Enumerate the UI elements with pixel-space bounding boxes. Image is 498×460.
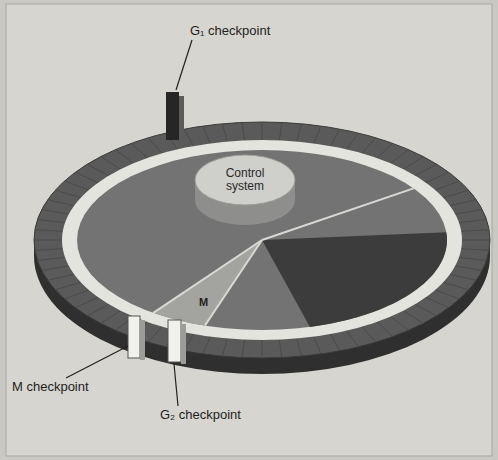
band-texture: [443, 282, 468, 290]
g2-gate-side: [181, 324, 186, 364]
band-texture: [455, 209, 482, 214]
m-sector: [153, 240, 262, 326]
band-texture: [222, 338, 227, 356]
g1-gate-side: [179, 96, 184, 140]
band-texture: [459, 220, 487, 223]
band-texture: [391, 150, 409, 164]
band-texture: [262, 122, 263, 140]
band-texture: [377, 143, 393, 158]
paper-panel: [6, 4, 492, 456]
band-texture: [403, 157, 423, 170]
band-texture: [242, 122, 244, 140]
band-texture: [426, 172, 449, 182]
band-texture: [362, 327, 376, 343]
band-texture: [115, 150, 133, 164]
leader-line: [66, 346, 128, 378]
band-texture: [35, 230, 63, 232]
light-band: [62, 140, 462, 340]
band-texture: [87, 164, 108, 176]
band-texture: [65, 290, 89, 299]
band-texture: [461, 249, 489, 251]
band-texture: [131, 143, 147, 158]
band-texture: [37, 257, 65, 260]
band-texture: [403, 311, 423, 324]
band-texture: [297, 338, 302, 356]
band-texture: [203, 337, 210, 354]
band-texture: [450, 200, 476, 206]
band-texture: [48, 274, 74, 280]
inner-disk: [77, 150, 447, 330]
band-texture: [75, 297, 98, 307]
control-cylinder: Control system: [206, 167, 284, 193]
band-texture: [148, 138, 162, 154]
cylinder-top: [195, 155, 295, 205]
leader-line: [176, 40, 192, 90]
band-texture: [362, 138, 376, 154]
band-texture: [42, 266, 69, 271]
dark-sector: [262, 232, 447, 327]
band-texture: [455, 266, 482, 271]
band-texture: [435, 181, 459, 190]
sector-divider: [153, 240, 262, 313]
m-gate-side: [140, 320, 145, 360]
band-texture: [35, 249, 63, 251]
band-texture: [55, 282, 80, 290]
band-texture: [203, 126, 210, 143]
band-texture: [377, 322, 393, 337]
band-texture: [391, 317, 409, 331]
band-texture: [330, 129, 340, 146]
band-texture: [48, 200, 74, 206]
band-texture: [148, 327, 162, 343]
band-texture: [279, 340, 281, 358]
band-texture: [459, 257, 487, 260]
band-texture: [297, 124, 302, 142]
band-texture: [330, 334, 340, 351]
checkpoint-label: G₂ checkpoint: [160, 408, 241, 423]
band-texture: [34, 240, 62, 241]
outer-band: [34, 122, 490, 358]
band-texture: [462, 240, 490, 241]
checkpoint-label: M checkpoint: [12, 380, 89, 395]
node-text: Control system: [206, 167, 284, 193]
sector-divider: [205, 240, 262, 326]
band-texture: [262, 340, 263, 358]
band-texture: [279, 122, 281, 140]
checkpoint-label: G₁ checkpoint: [190, 24, 270, 39]
band-texture: [314, 126, 321, 143]
band-texture: [42, 209, 69, 214]
band-texture: [450, 274, 476, 280]
band-texture: [242, 340, 244, 358]
band-texture: [435, 290, 459, 299]
band-texture: [443, 190, 468, 198]
band-texture: [461, 230, 489, 232]
band-texture: [37, 220, 65, 223]
m-gate: [128, 316, 140, 358]
band-texture: [347, 133, 359, 149]
band-texture: [101, 157, 121, 170]
band-texture: [75, 172, 98, 182]
band-texture: [65, 181, 89, 190]
band-texture: [87, 304, 108, 316]
band-texture: [101, 311, 121, 324]
band-texture: [55, 190, 80, 198]
band-texture: [222, 124, 227, 142]
band-texture: [426, 297, 449, 307]
g1-gate: [166, 92, 179, 140]
band-texture: [347, 331, 359, 347]
band-texture: [415, 304, 436, 316]
band-texture: [415, 164, 436, 176]
band-texture: [184, 129, 194, 146]
leader-line: [174, 364, 178, 406]
g2-gate: [168, 320, 181, 362]
band-texture: [314, 337, 321, 354]
phase-label: M: [199, 296, 208, 309]
